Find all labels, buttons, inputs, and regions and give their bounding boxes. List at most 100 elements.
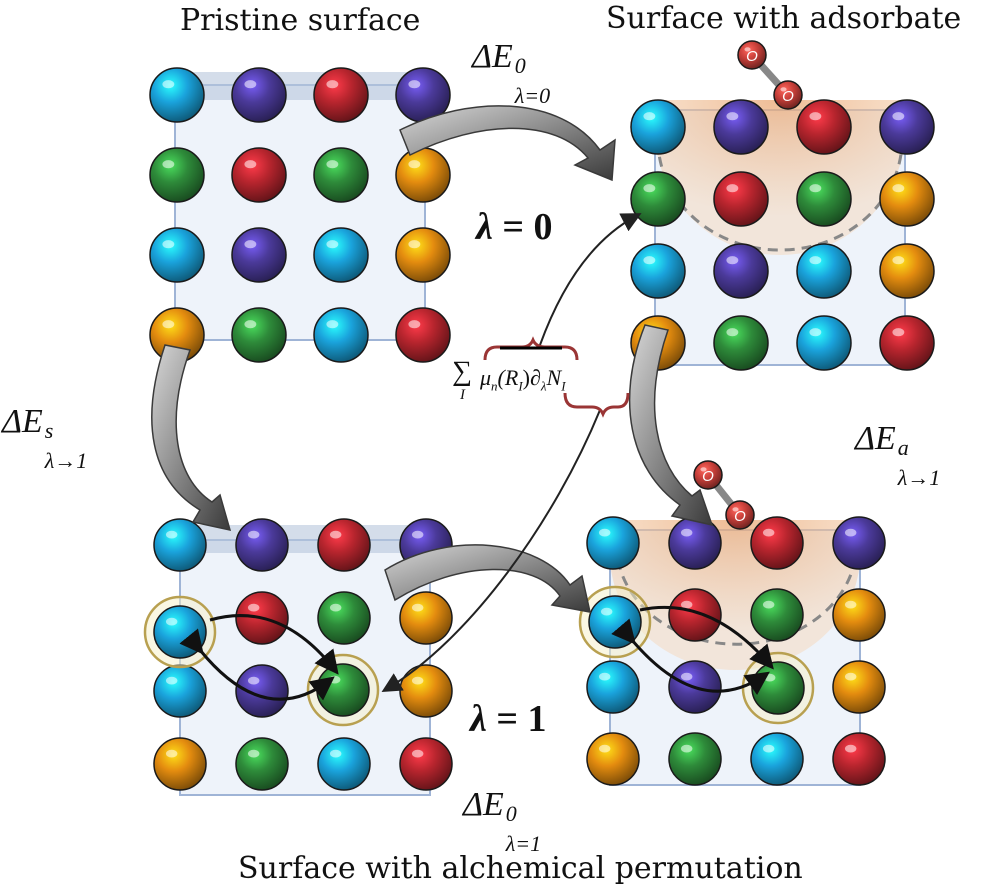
- pristine-atom-cyan: [149, 227, 205, 283]
- swapped-atom-green-highlight: [328, 675, 341, 684]
- pristine-atom-cyan: [149, 67, 205, 123]
- permutation-atom-purple-highlight: [247, 676, 260, 685]
- oxygen-atom-highlight: [700, 467, 707, 472]
- delta-e-adsorbate-label: ΔE a λ→1: [855, 420, 941, 490]
- adsorbate-atom-cyan: [630, 99, 686, 155]
- oxygen-atom: [725, 500, 755, 530]
- permutation-surface-title: Surface with alchemical permutation: [238, 851, 803, 886]
- adsorbate-atom-green-highlight: [643, 184, 656, 193]
- delta-e-lambda1-label: ΔE 0 λ=1: [463, 786, 542, 856]
- pristine-atom-red: [231, 147, 287, 203]
- oxygen-atom: [737, 40, 767, 70]
- permutation-atom-cyan-highlight: [165, 530, 178, 539]
- adsorbate-atom-purple: [713, 243, 769, 299]
- permads-atom-red: [750, 516, 804, 570]
- permads-atom-green-highlight: [762, 600, 775, 609]
- pristine-atom-orange-highlight: [408, 160, 421, 169]
- permads-atom-green: [668, 732, 722, 786]
- adsorbate-atom-green: [630, 171, 686, 227]
- swapped-atom-green: [316, 663, 370, 717]
- pristine-atom-green-highlight: [162, 160, 175, 169]
- permads-atom-purple-highlight: [680, 528, 693, 537]
- permutation-atom-cyan: [317, 737, 371, 791]
- adsorbate-atom-purple-highlight: [726, 112, 739, 121]
- pristine-atom-cyan: [313, 227, 369, 283]
- adsorbate-atom-green: [713, 315, 769, 371]
- adsorbate-atom-red: [879, 315, 935, 371]
- pristine-surface-title: Pristine surface: [180, 3, 421, 38]
- permutation-atom-green: [235, 737, 289, 791]
- permads-atom-purple: [668, 516, 722, 570]
- permutation-atom-green-highlight: [247, 749, 260, 758]
- adsorbate-atom-green-highlight: [809, 184, 822, 193]
- permutation-atom-cyan: [153, 664, 207, 718]
- swapped-atom-cyan-highlight: [165, 617, 178, 626]
- adsorbate-atom-red: [713, 171, 769, 227]
- adsorbate-atom-cyan-highlight: [809, 328, 822, 337]
- permads-atom-orange: [832, 660, 886, 714]
- pristine-atom-green: [313, 147, 369, 203]
- adsorbate-atom-cyan-highlight: [643, 256, 656, 265]
- pristine-atom-purple-highlight: [244, 80, 257, 89]
- permads-atom-orange-highlight: [844, 672, 857, 681]
- pristine-atom-orange: [395, 147, 451, 203]
- adsorbate-atom-purple: [879, 99, 935, 155]
- pristine-atom-green-highlight: [244, 320, 257, 329]
- adsorbate-atom-purple-highlight: [892, 112, 905, 121]
- permutation-atom-red-highlight: [411, 749, 424, 758]
- adsorbate-atom-red-highlight: [809, 112, 822, 121]
- pristine-atom-green-highlight: [326, 160, 339, 169]
- adsorbate-atom-orange-highlight: [892, 184, 905, 193]
- oxygen-atom-label: O: [734, 508, 746, 525]
- permutation-atom-orange: [399, 664, 453, 718]
- permads-atom-purple-highlight: [844, 528, 857, 537]
- permads-atom-green: [750, 588, 804, 642]
- pristine-atom-red-highlight: [326, 80, 339, 89]
- permutation-atom-orange: [153, 737, 207, 791]
- permads-atom-red-highlight: [844, 744, 857, 753]
- permutation-atom-green: [317, 591, 371, 645]
- adsorbate-atom-cyan-highlight: [643, 112, 656, 121]
- permutation-atom-purple-highlight: [411, 530, 424, 539]
- oxygen-atom: [693, 460, 723, 490]
- pristine-atom-orange-highlight: [408, 240, 421, 249]
- adsorbate-atom-purple: [713, 99, 769, 155]
- adsorbate-atom-orange: [879, 171, 935, 227]
- permads-atom-orange-highlight: [844, 600, 857, 609]
- swapped-atom-green-highlight: [763, 673, 776, 682]
- permutation-atom-red: [399, 737, 453, 791]
- pristine-atom-orange: [395, 227, 451, 283]
- pristine-atom-red: [395, 307, 451, 363]
- permutation-atom-red: [317, 518, 371, 572]
- transition-arrow-adsorbate: [628, 324, 714, 527]
- permads-atom-cyan: [750, 732, 804, 786]
- delta-e-lambda0-label: ΔE 0 λ=0: [472, 38, 551, 108]
- permads-atom-red: [668, 588, 722, 642]
- permads-atom-cyan: [586, 660, 640, 714]
- swapped-atom-green: [751, 661, 805, 715]
- oxygen-atom: [773, 80, 803, 110]
- permutation-atom-red-highlight: [247, 603, 260, 612]
- pristine-atom-cyan-highlight: [162, 80, 175, 89]
- transition-arrow-surface: [151, 344, 232, 531]
- adsorbate-atom-grid: [630, 99, 935, 371]
- oxygen-atom-highlight: [732, 507, 739, 512]
- pristine-atom-green: [149, 147, 205, 203]
- adsorbate-atom-cyan: [796, 315, 852, 371]
- pristine-atom-grid: [149, 67, 451, 363]
- adsorbate-surface-title: Surface with adsorbate: [606, 1, 962, 36]
- permads-atom-orange-highlight: [598, 744, 611, 753]
- adsorbate-atom-orange-highlight: [892, 256, 905, 265]
- permads-atom-green-highlight: [680, 744, 693, 753]
- pristine-atom-purple: [231, 227, 287, 283]
- oxygen-atom-highlight: [780, 87, 787, 92]
- pristine-atom-cyan-highlight: [162, 240, 175, 249]
- formula-braces: [483, 336, 630, 418]
- permads-atom-red-highlight: [762, 528, 775, 537]
- pristine-surface-plane: [174, 72, 426, 341]
- pristine-atom-cyan-highlight: [326, 240, 339, 249]
- delta-e-surface-label: ΔE s λ→1: [2, 403, 88, 473]
- lambda-one-label: λ = 1: [470, 698, 547, 740]
- formula-arrows: [381, 213, 642, 693]
- pristine-atom-orange-highlight: [162, 320, 175, 329]
